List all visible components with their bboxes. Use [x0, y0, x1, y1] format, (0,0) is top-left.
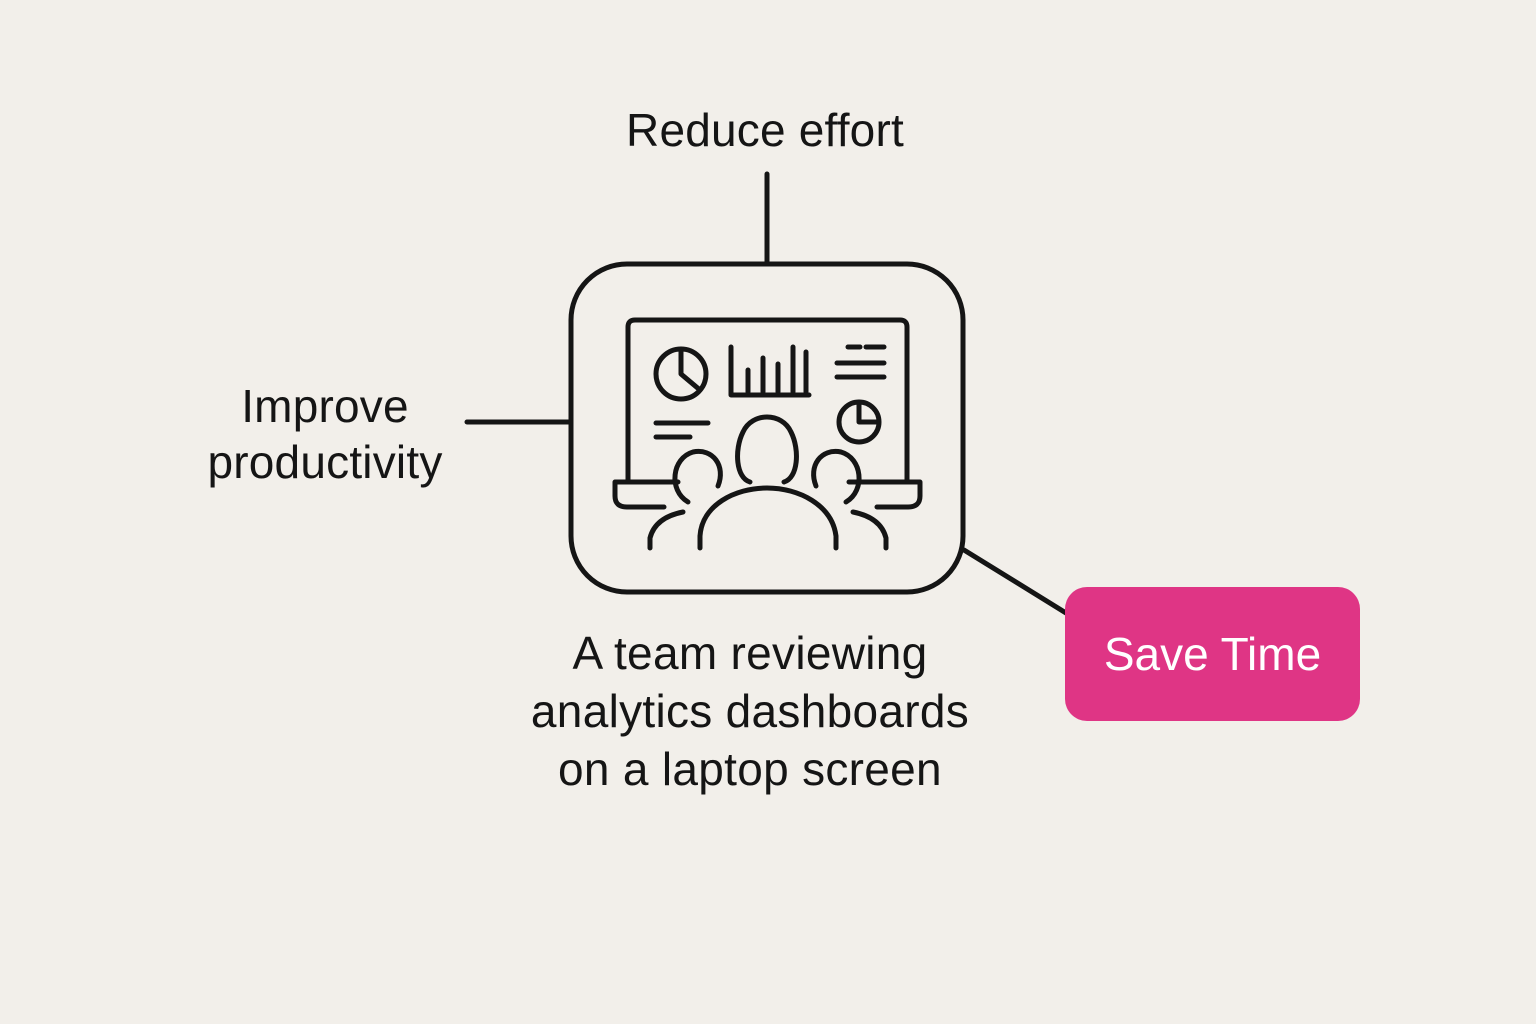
caption-line-1: A team reviewing — [572, 627, 928, 679]
save-time-button[interactable]: Save Time — [1065, 587, 1360, 721]
team-laptop-analytics-icon — [612, 317, 923, 551]
connector-right — [961, 547, 1069, 616]
text-lines-icon — [653, 420, 711, 440]
person-right-head-icon — [811, 448, 862, 505]
person-left-body-icon — [647, 509, 686, 551]
team-people-icon — [647, 414, 889, 551]
person-right-body-icon — [850, 509, 889, 551]
person-center-head-icon — [735, 414, 799, 485]
central-box — [568, 261, 966, 595]
central-caption: A team reviewing analytics dashboards on… — [470, 624, 1030, 798]
pie-chart-icon — [653, 346, 709, 402]
small-pie-chart-icon — [836, 399, 882, 445]
laptop-base-icon — [612, 479, 923, 510]
caption-line-2: analytics dashboards — [530, 685, 970, 737]
caption-line-3: on a laptop screen — [558, 743, 942, 795]
bar-chart-icon — [728, 344, 812, 398]
laptop-screen-icon — [625, 317, 910, 483]
label-improve-productivity: Improve productivity — [207, 380, 443, 488]
label-reduce-effort: Reduce effort — [626, 104, 904, 156]
list-lines-icon — [834, 344, 887, 380]
person-left-head-icon — [672, 448, 723, 505]
person-center-body-icon — [697, 485, 839, 551]
